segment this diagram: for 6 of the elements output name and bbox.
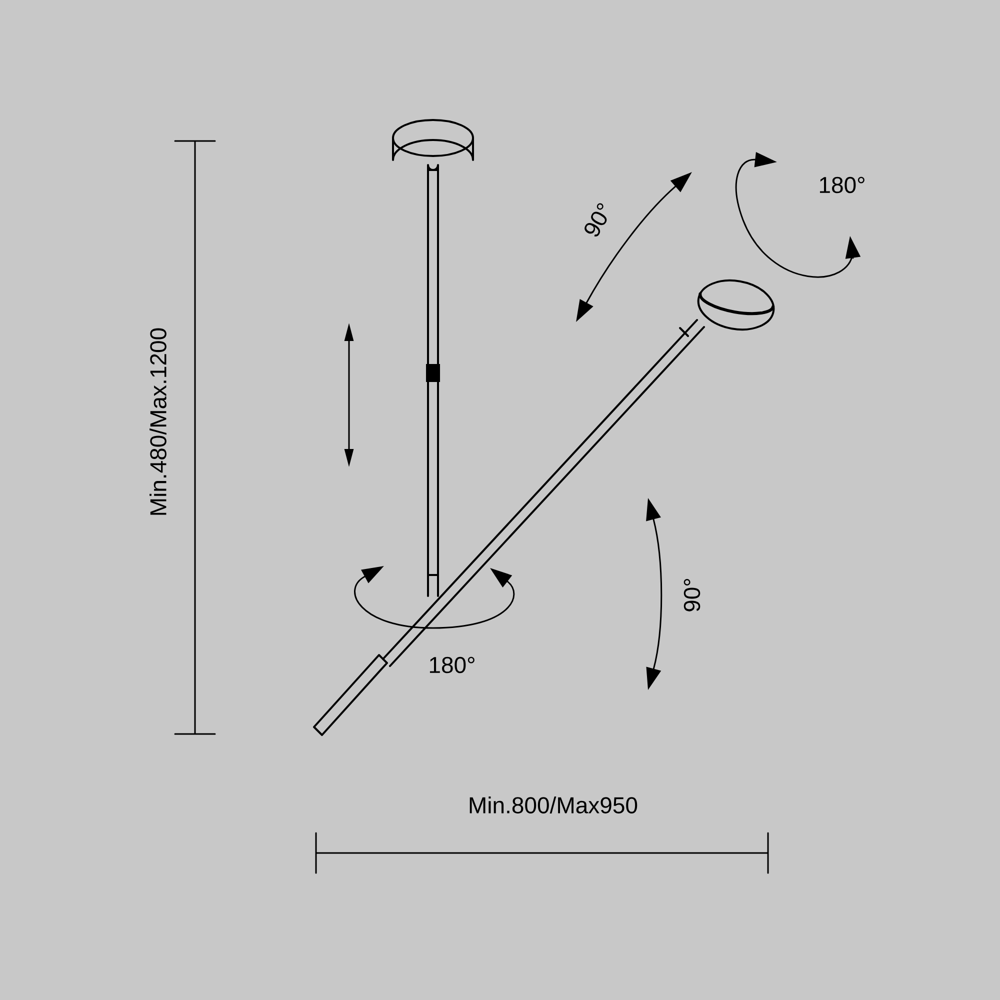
angle-label: 180°	[820, 176, 864, 194]
dimension-label: Min.800/Max950	[470, 796, 638, 814]
angle-label: 180°	[430, 656, 474, 674]
angle-label: 90°	[684, 579, 700, 612]
dimension-label: Min.480/Max.1200	[150, 328, 166, 515]
angle-label: 90°	[584, 203, 607, 236]
